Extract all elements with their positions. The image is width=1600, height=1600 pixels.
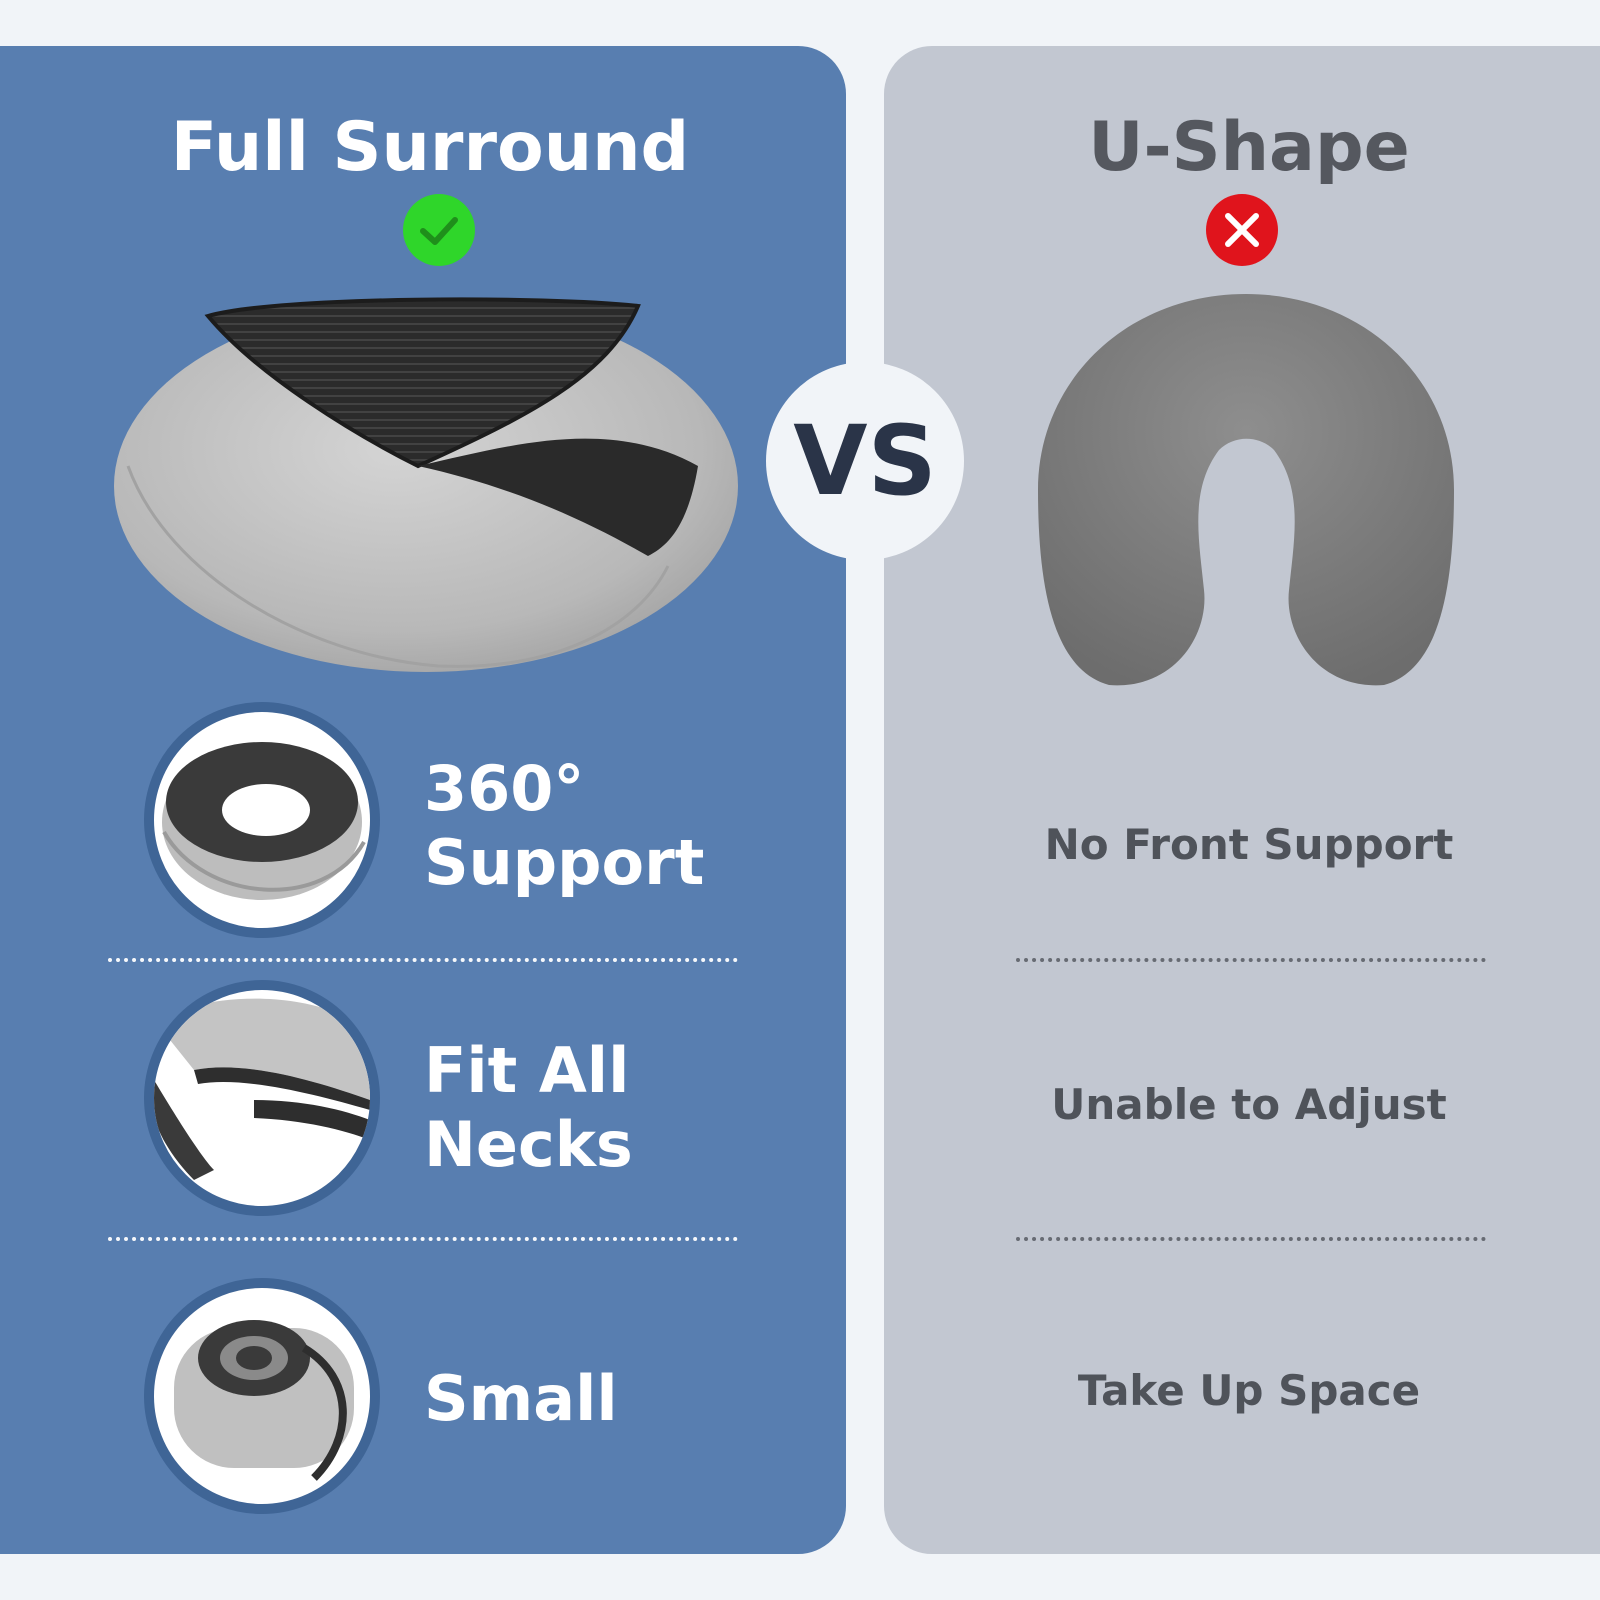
full-surround-title: Full Surround	[170, 108, 690, 187]
u-shape-pillow-image	[1034, 290, 1458, 690]
feature-360-support: 360° Support	[424, 752, 704, 900]
full-surround-panel	[0, 46, 846, 1554]
feature-label: Support	[424, 826, 705, 899]
check-icon	[403, 194, 475, 266]
divider	[1016, 1237, 1486, 1241]
feature-label: Small	[424, 1362, 618, 1435]
feature-thumb-small	[144, 1278, 380, 1514]
close-icon	[1206, 194, 1278, 266]
feature-unable-to-adjust: Unable to Adjust	[1051, 1080, 1447, 1129]
feature-thumb-fit-all-necks	[144, 980, 380, 1216]
feature-label: 360°	[424, 752, 585, 825]
feature-take-up-space: Take Up Space	[1077, 1366, 1421, 1415]
full-surround-pillow-image	[108, 296, 738, 676]
feature-small: Small	[424, 1362, 618, 1436]
feature-label: Necks	[424, 1108, 633, 1181]
u-shape-panel	[884, 46, 1600, 1554]
feature-fit-all-necks: Fit All Necks	[424, 1034, 633, 1182]
vs-badge: VS	[766, 362, 964, 560]
divider	[108, 958, 738, 962]
divider	[108, 1237, 738, 1241]
feature-no-front-support: No Front Support	[1044, 820, 1454, 869]
feature-label: Fit All	[424, 1034, 630, 1107]
feature-thumb-360-support	[144, 702, 380, 938]
u-shape-title: U-Shape	[1088, 108, 1410, 187]
divider	[1016, 958, 1486, 962]
